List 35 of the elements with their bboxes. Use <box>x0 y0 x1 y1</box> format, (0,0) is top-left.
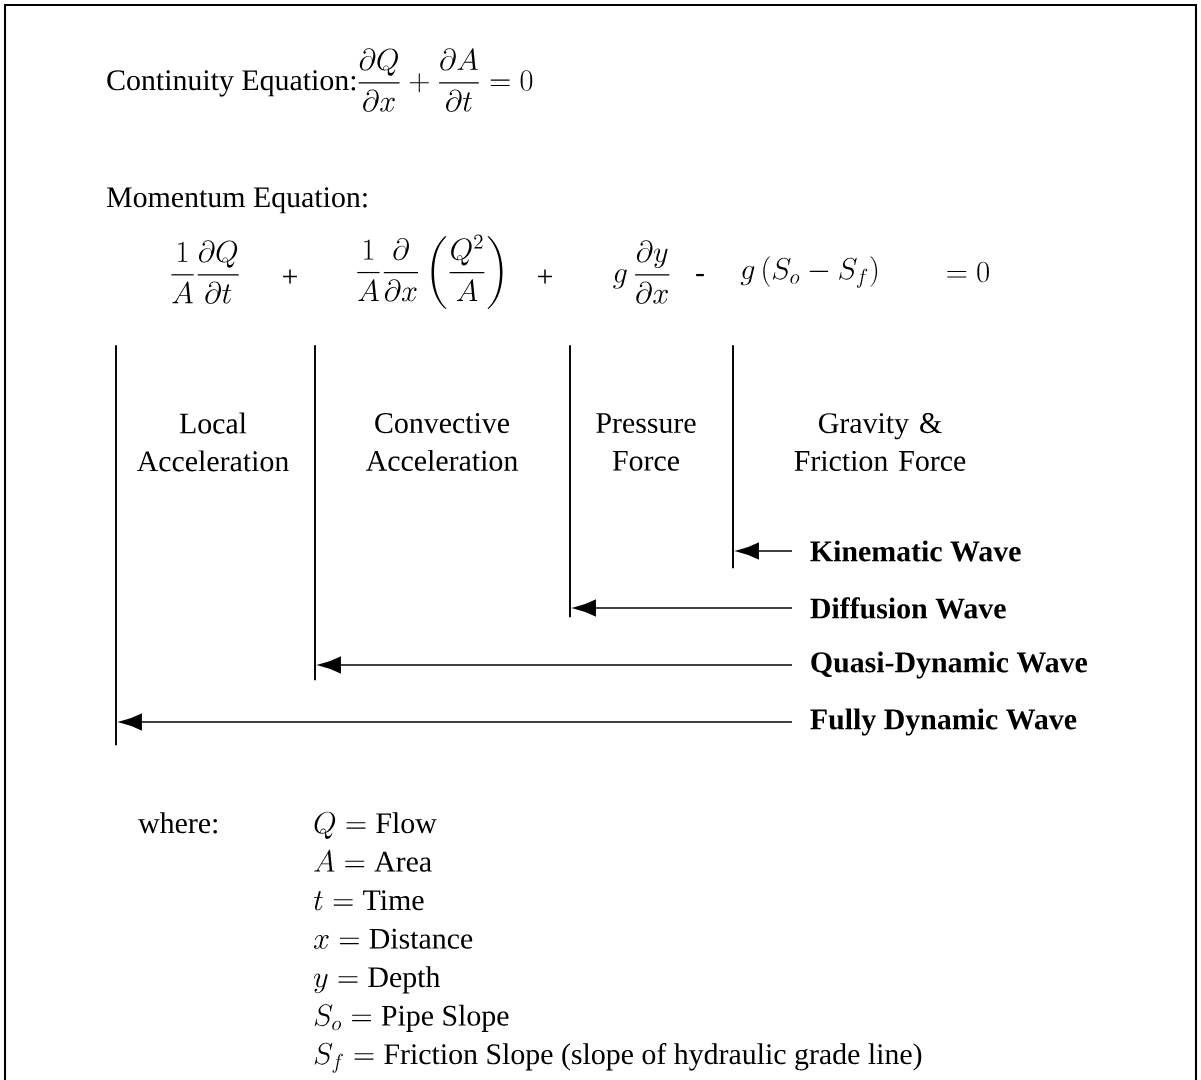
operator-sign: - <box>696 273 704 277</box>
definition: $A = \text{Area}$ <box>314 849 432 872</box>
arrow <box>736 542 793 560</box>
arrow <box>119 713 793 731</box>
definition-label: where: <box>138 812 217 834</box>
equation-term: $g\,\frac{\partial y}{\partial x}$ <box>613 240 670 304</box>
arrow <box>318 656 793 674</box>
wave-label: Fully Dynamic Wave <box>810 708 1077 736</box>
vertical-line <box>732 345 734 569</box>
term-label: Pressure Force <box>596 413 696 471</box>
arrow <box>573 599 793 617</box>
definition: $x = \text{Distance}$ <box>313 928 473 949</box>
vertical-line <box>314 345 316 681</box>
operator-sign: + <box>538 269 552 284</box>
definition: $t = \text{Time}$ <box>313 890 424 911</box>
definition: $Q = \text{Flow}$ <box>314 811 437 839</box>
equation: $\frac{\partial Q}{\partial x}+\frac{\partial A}{\partial t}=0$ <box>358 48 533 112</box>
equation-label: Momentum Equation: <box>106 187 367 214</box>
equation-term: $= 0$ <box>947 261 989 283</box>
term-label: Convective Acceleration <box>366 413 518 471</box>
definition: $S_{f} = \text{Friction Slope (slope of hydraulic grade line)}$ <box>314 1042 922 1073</box>
vertical-line <box>115 345 117 746</box>
vertical-line <box>569 345 571 618</box>
equation-label: Continuity Equation: <box>107 70 356 97</box>
wave-label: Diffusion Wave <box>810 597 1006 619</box>
equation-term: $\frac{1}{A}\frac{\partial}{\partial x}\left(\frac{Q^{2}}{A}\right)$ <box>357 234 503 309</box>
operator-sign: + <box>283 269 297 284</box>
definition: $y = \text{Depth}$ <box>313 966 441 994</box>
equation-term: $g\left(S_{o}-S_{f}\right)$ <box>740 256 878 288</box>
wave-label: Kinematic Wave <box>810 540 1021 562</box>
term-label: Gravity & Friction Force <box>794 413 966 471</box>
equation-term: $\frac{1}{A}\frac{\partial Q}{\partial t}$ <box>171 240 239 304</box>
definition: $S_{o} = \text{Pipe Slope}$ <box>314 1004 509 1032</box>
wave-label: Quasi-Dynamic Wave <box>811 651 1088 679</box>
term-label: Local Acceleration <box>137 412 289 472</box>
